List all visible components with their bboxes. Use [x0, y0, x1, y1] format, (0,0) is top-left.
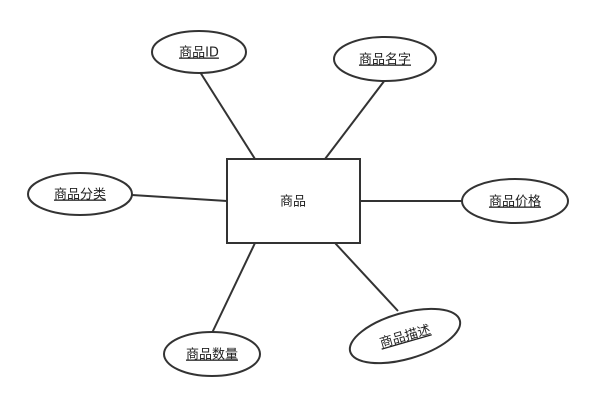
connector-description — [334, 242, 399, 312]
attribute-ellipse — [27, 172, 133, 216]
attribute-label: 商品分类 — [54, 188, 106, 203]
attribute-ellipse — [461, 178, 569, 224]
attribute-price[interactable]: 商品价格 — [461, 178, 569, 224]
attribute-quantity[interactable]: 商品数量 — [163, 331, 261, 377]
entity-box — [226, 158, 361, 244]
attribute-label: 商品价格 — [489, 194, 541, 210]
attribute-name[interactable]: 商品名字 — [333, 36, 437, 82]
connector-quantity — [211, 242, 256, 334]
attribute-id[interactable]: 商品ID — [151, 30, 247, 74]
connector-category — [131, 194, 228, 202]
entity-label: 商品 — [280, 195, 306, 210]
attribute-ellipse — [151, 30, 247, 74]
attribute-label: 商品名字 — [359, 52, 411, 68]
attribute-ellipse — [333, 36, 437, 82]
attribute-ellipse — [163, 331, 261, 377]
attribute-label: 商品数量 — [186, 348, 238, 363]
attribute-description[interactable]: 商品描述 — [344, 298, 466, 374]
attribute-category[interactable]: 商品分类 — [27, 172, 133, 216]
connector-id — [199, 71, 256, 160]
connector-name — [324, 79, 386, 160]
entity-product[interactable]: 商品 — [226, 158, 361, 244]
attribute-label: 商品ID — [179, 46, 219, 61]
attribute-ellipse — [348, 307, 462, 365]
